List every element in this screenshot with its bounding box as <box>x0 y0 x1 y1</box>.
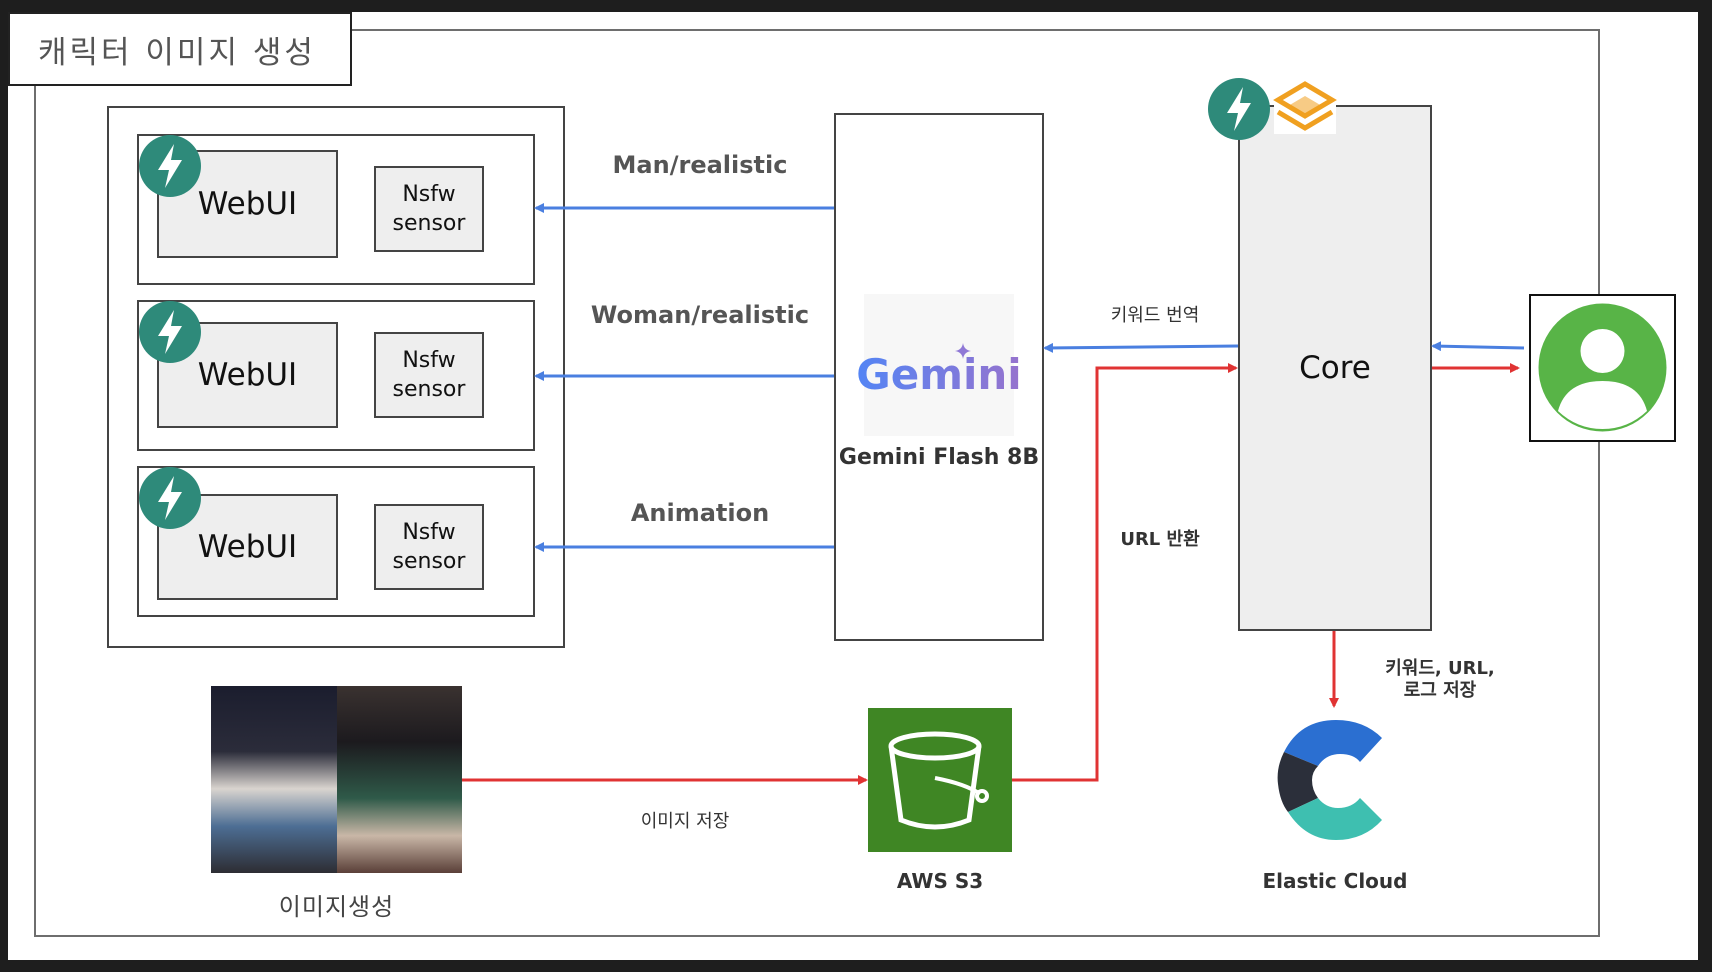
realistic-character-image <box>211 686 337 873</box>
gemini-logo: Gemini <box>846 344 1032 404</box>
s3-caption: AWS S3 <box>896 869 984 893</box>
nsfw-sensor-label: Nsfw sensor <box>392 520 466 574</box>
gemini-logo-tile <box>864 294 1014 436</box>
gemini-sparkle-icon <box>955 343 971 359</box>
lightning-bolt-icon <box>139 467 201 529</box>
webui-label: WebUI <box>197 357 298 393</box>
edge-label-url-return: URL 반환 <box>1120 529 1200 550</box>
edge-label-keyword-translate: 키워드 번역 <box>1110 305 1200 326</box>
route-label-animation: Animation <box>630 499 770 527</box>
user-avatar-icon <box>1538 303 1667 432</box>
arrow-core-to-gemini <box>1043 342 1239 353</box>
webui-label: WebUI <box>197 186 298 222</box>
route-label-woman: Woman/realistic <box>590 301 810 329</box>
edge-label-save-log-1: 키워드, URL, <box>1385 658 1495 679</box>
nsfw-sensor-2: Nsfw sensor <box>374 332 484 418</box>
route-label-man: Man/realistic <box>612 151 788 179</box>
core-label: Core <box>1299 350 1371 386</box>
lightning-bolt-icon <box>1208 78 1270 140</box>
bucket-icon <box>888 731 989 830</box>
nsfw-sensor-label: Nsfw sensor <box>392 348 466 402</box>
anime-character-image <box>337 686 462 873</box>
diagram-title: 캐릭터 이미지 생성 <box>8 12 352 86</box>
layered-diamond-icon <box>1273 81 1337 134</box>
edge-label-image-save: 이미지 저장 <box>640 811 730 832</box>
lightning-bolt-icon <box>139 135 201 197</box>
nsfw-sensor-label: Nsfw sensor <box>392 182 466 236</box>
nsfw-sensor-1: Nsfw sensor <box>374 166 484 252</box>
webui-label: WebUI <box>197 529 298 565</box>
elastic-caption: Elastic Cloud <box>1262 869 1408 893</box>
core-node: Core <box>1238 105 1432 631</box>
image-generation-caption: 이미지생성 <box>278 892 395 921</box>
arrow-s3-to-core <box>1012 363 1238 782</box>
outer-frame <box>34 29 1600 937</box>
edge-label-save-log-2: 로그 저장 <box>1403 680 1477 701</box>
nsfw-sensor-3: Nsfw sensor <box>374 504 484 590</box>
webui-box-2: WebUI <box>157 322 338 428</box>
gemini-caption: Gemini Flash 8B <box>838 444 1040 470</box>
elastic-cloud-icon <box>1277 720 1382 840</box>
arrow-user-to-core <box>1431 341 1525 352</box>
lightning-bolt-icon <box>139 301 201 363</box>
